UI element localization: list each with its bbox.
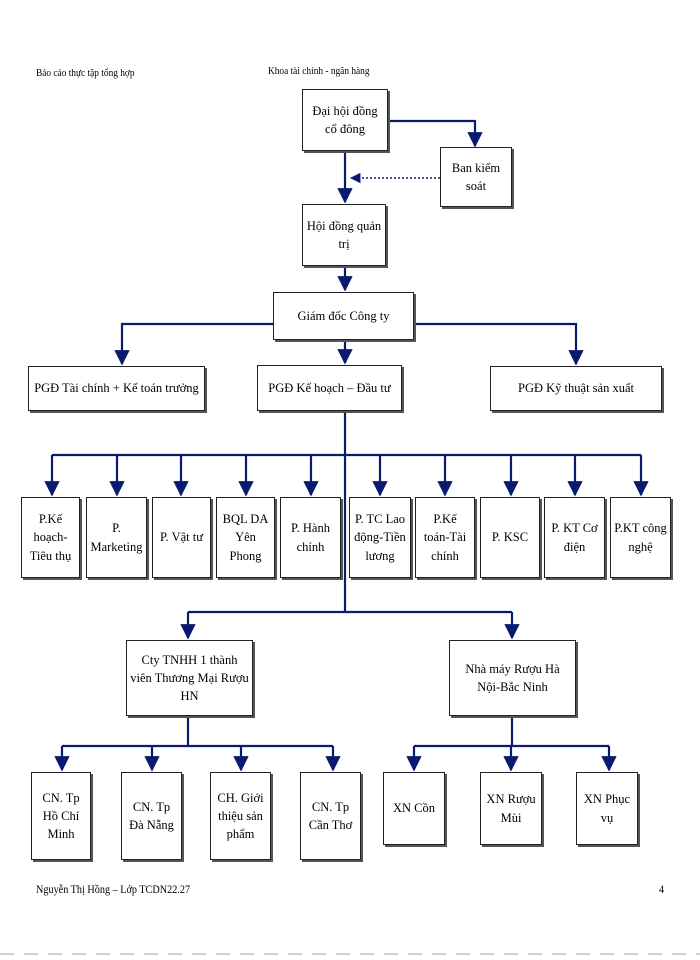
dept-kt-co-dien: P. KT Cơ điện xyxy=(544,497,605,578)
node-cty-tnhh: Cty TNHH 1 thành viên Thương Mại Rượu HN xyxy=(126,640,253,716)
report-title: Báo cáo thực tập tổng hợp xyxy=(36,67,135,79)
dept-ke-toan-tai-chinh: P.Kế toán-Tài chính xyxy=(415,497,475,578)
node-pgd-tai-chinh: PGĐ Tài chính + Kế toán trưởng xyxy=(28,366,205,411)
branch-ho-chi-minh: CN. Tp Hồ Chí Minh xyxy=(31,772,91,860)
faculty-name: Khoa tài chính - ngân hàng xyxy=(268,65,370,77)
node-ban-kiem-soat: Ban kiểm soát xyxy=(440,147,512,207)
arrow-gd-pgdtc xyxy=(114,322,273,366)
factory-con: XN Cồn xyxy=(383,772,445,845)
arrow-dhdcd-bks xyxy=(389,119,483,148)
dept-vat-tu: P. Vật tư xyxy=(152,497,211,578)
node-pgd-ke-hoach: PGĐ Kế hoạch – Đầu tư xyxy=(257,365,402,411)
arrow-gd-pgdkt xyxy=(414,322,584,366)
node-hoi-dong-quan-tri: Hội đồng quản trị xyxy=(302,204,386,266)
dept-marketing: P. Marketing xyxy=(86,497,147,578)
branch-can-tho: CN. Tp Cần Thơ xyxy=(300,772,361,860)
dept-ksc: P. KSC xyxy=(480,497,540,578)
node-dai-hoi-dong-co-dong: Đại hội đồng cổ đông xyxy=(302,89,388,151)
page-number: 4 xyxy=(659,882,665,896)
dept-bql-da-yen-phong: BQL DA Yên Phong xyxy=(216,497,275,578)
dept-tc-lao-dong: P. TC Lao động-Tiền lương xyxy=(349,497,411,578)
node-pgd-ky-thuat: PGĐ Kỹ thuật sản xuất xyxy=(490,366,662,411)
node-nha-may-ruou: Nhà máy Rượu Hà Nội-Bắc Ninh xyxy=(449,640,576,716)
dept-hanh-chinh: P. Hành chính xyxy=(280,497,341,578)
node-giam-doc: Giám đốc Công ty xyxy=(273,292,414,340)
branch-da-nang: CN. Tp Đà Nẵng xyxy=(121,772,182,860)
dept-kt-cong-nghe: P.KT công nghệ xyxy=(610,497,671,578)
branch-gioi-thieu-san-pham: CH. Giới thiệu sản phẩm xyxy=(210,772,271,860)
factory-ruou-mui: XN Rượu Mùi xyxy=(480,772,542,845)
factory-phuc-vu: XN Phục vụ xyxy=(576,772,638,845)
footer-author: Nguyễn Thị Hồng – Lớp TCDN22.27 xyxy=(36,882,191,896)
bottom-dashed-border xyxy=(0,953,700,955)
dept-ke-hoach-tieu-thu: P.Kế hoạch-Tiêu thụ xyxy=(21,497,80,578)
